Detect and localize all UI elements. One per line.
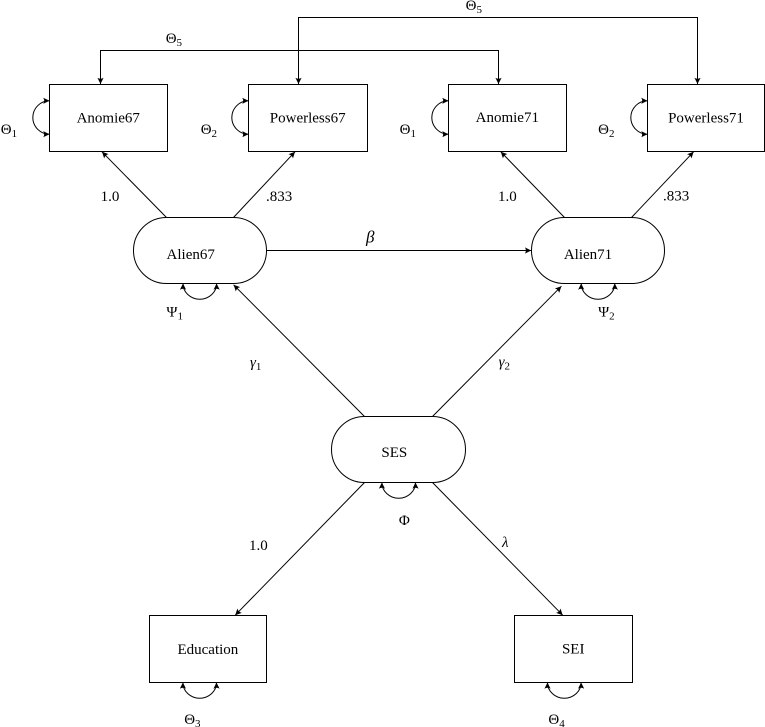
svg-text:γ1: γ1 <box>250 355 261 373</box>
svg-text:SEI: SEI <box>562 641 585 657</box>
svg-text:Ψ2: Ψ2 <box>598 305 615 323</box>
svg-text:Θ4: Θ4 <box>548 712 565 727</box>
svg-text:.833: .833 <box>663 188 689 204</box>
svg-text:Anomie71: Anomie71 <box>476 110 539 126</box>
svg-text:1.0: 1.0 <box>498 189 517 205</box>
svg-text:Powerless71: Powerless71 <box>668 110 744 126</box>
svg-text:Alien67: Alien67 <box>167 247 216 263</box>
svg-text:Anomie67: Anomie67 <box>77 110 141 126</box>
svg-text:.833: .833 <box>266 189 292 205</box>
svg-text:Alien71: Alien71 <box>564 247 612 263</box>
svg-text:Θ2: Θ2 <box>598 122 614 140</box>
svg-text:Θ2: Θ2 <box>201 122 217 140</box>
svg-text:SES: SES <box>381 445 407 461</box>
svg-text:Ψ1: Ψ1 <box>166 305 183 323</box>
svg-text:Θ5: Θ5 <box>466 0 483 16</box>
svg-text:γ2: γ2 <box>499 355 510 373</box>
svg-text:β: β <box>365 228 375 247</box>
svg-text:Θ3: Θ3 <box>184 712 201 727</box>
svg-text:Θ1: Θ1 <box>1 122 17 140</box>
svg-text:Θ1: Θ1 <box>400 122 416 140</box>
svg-text:1.0: 1.0 <box>101 189 120 205</box>
svg-text:λ: λ <box>501 535 509 551</box>
svg-text:Education: Education <box>177 642 238 658</box>
svg-text:Φ: Φ <box>399 513 410 529</box>
svg-text:Θ5: Θ5 <box>166 31 183 49</box>
svg-text:Powerless67: Powerless67 <box>270 110 346 126</box>
svg-text:1.0: 1.0 <box>249 538 268 554</box>
